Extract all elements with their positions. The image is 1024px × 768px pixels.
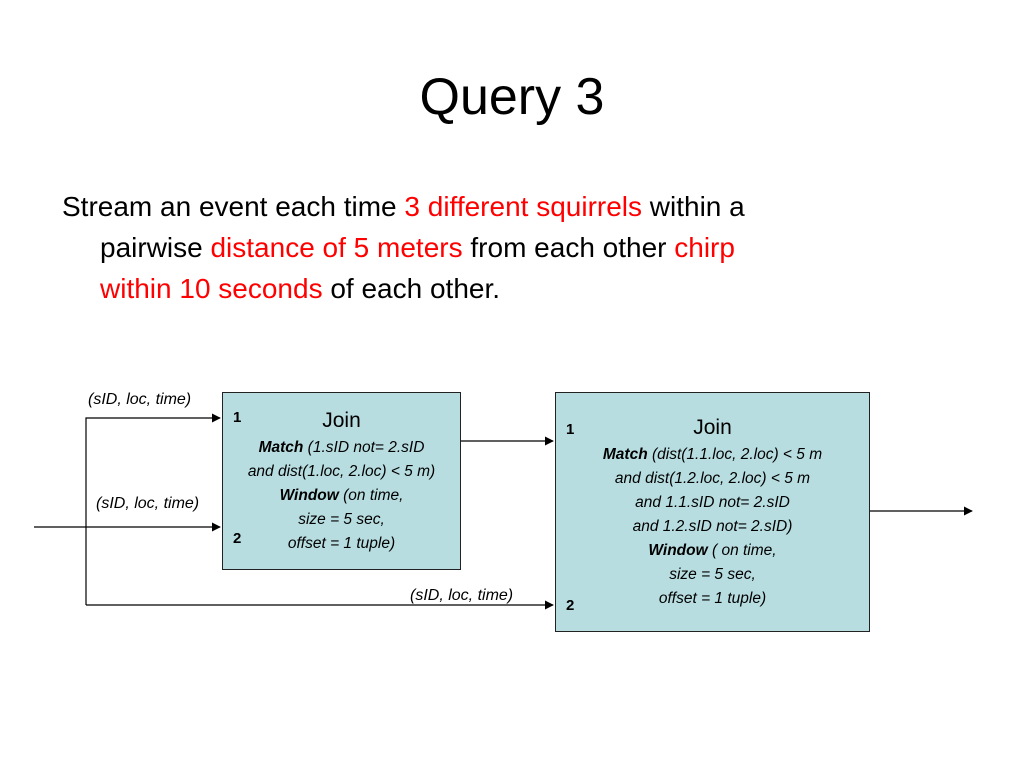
desc-text-3: pairwise [100, 232, 211, 263]
join1-match-text: (1.sID not= 2.sID [303, 439, 425, 456]
desc-text-4: from each other [462, 232, 675, 263]
desc-text-2: within a [642, 191, 745, 222]
join1-line-4: size = 5 sec, [298, 511, 385, 528]
desc-text-5: of each other. [322, 273, 501, 304]
desc-line-3: within 10 seconds of each other. [62, 268, 942, 309]
join2-line-6: size = 5 sec, [669, 566, 756, 583]
join1-match-label: Match [258, 439, 304, 456]
join2-window-label: Window [648, 542, 708, 559]
slide-title: Query 3 [419, 68, 605, 126]
join-operator-2[interactable]: 1 2 Join Match (dist(1.1.loc, 2.loc) < 5… [555, 392, 870, 632]
stream-label-bottom: (sID, loc, time) [410, 587, 514, 604]
join1-port-2: 2 [233, 530, 242, 547]
join2-port-1: 1 [566, 421, 575, 438]
desc-text-1: Stream an event each time [62, 191, 405, 222]
desc-highlight-squirrels: 3 different squirrels [404, 191, 643, 222]
join1-port-1: 1 [233, 409, 242, 426]
join2-match-text: (dist(1.1.loc, 2.loc) < 5 m [647, 446, 823, 463]
join2-port-2: 2 [566, 597, 575, 614]
join2-title: Join [693, 416, 732, 439]
desc-highlight-chirp: chirp [674, 232, 735, 263]
join2-window-text: ( on time, [707, 542, 777, 559]
desc-highlight-distance: distance of 5 meters [210, 232, 463, 263]
stream-label-middle: (sID, loc, time) [96, 495, 200, 512]
join2-match-line: Match (dist(1.1.loc, 2.loc) < 5 m [556, 443, 869, 467]
join1-match-line: Match (1.sID not= 2.sID [223, 436, 460, 460]
join1-window-line: Window (on time, [223, 484, 460, 508]
query-description: Stream an event each time 3 different sq… [62, 186, 942, 309]
desc-highlight-seconds: within 10 seconds [100, 273, 323, 304]
join2-line-7: offset = 1 tuple) [658, 590, 767, 607]
join2-line-2: and dist(1.2.loc, 2.loc) < 5 m [614, 470, 811, 487]
join2-match-label: Match [602, 446, 648, 463]
join1-window-label: Window [279, 487, 339, 504]
join1-window-text: (on time, [338, 487, 404, 504]
join1-line-2: and dist(1.loc, 2.loc) < 5 m) [247, 463, 436, 480]
join1-title: Join [322, 409, 361, 432]
desc-line-2: pairwise distance of 5 meters from each … [62, 227, 942, 268]
join1-line-5: offset = 1 tuple) [287, 535, 396, 552]
wire-to-join1-port1 [85, 413, 221, 605]
join-operator-1[interactable]: 1 2 Join Match (1.sID not= 2.sID and dis… [222, 392, 461, 570]
stream-label-top: (sID, loc, time) [88, 391, 192, 408]
join2-window-line: Window ( on time, [556, 539, 869, 563]
join2-line-4: and 1.2.sID not= 2.sID) [632, 518, 793, 535]
join2-line-3: and 1.1.sID not= 2.sID [635, 494, 790, 511]
